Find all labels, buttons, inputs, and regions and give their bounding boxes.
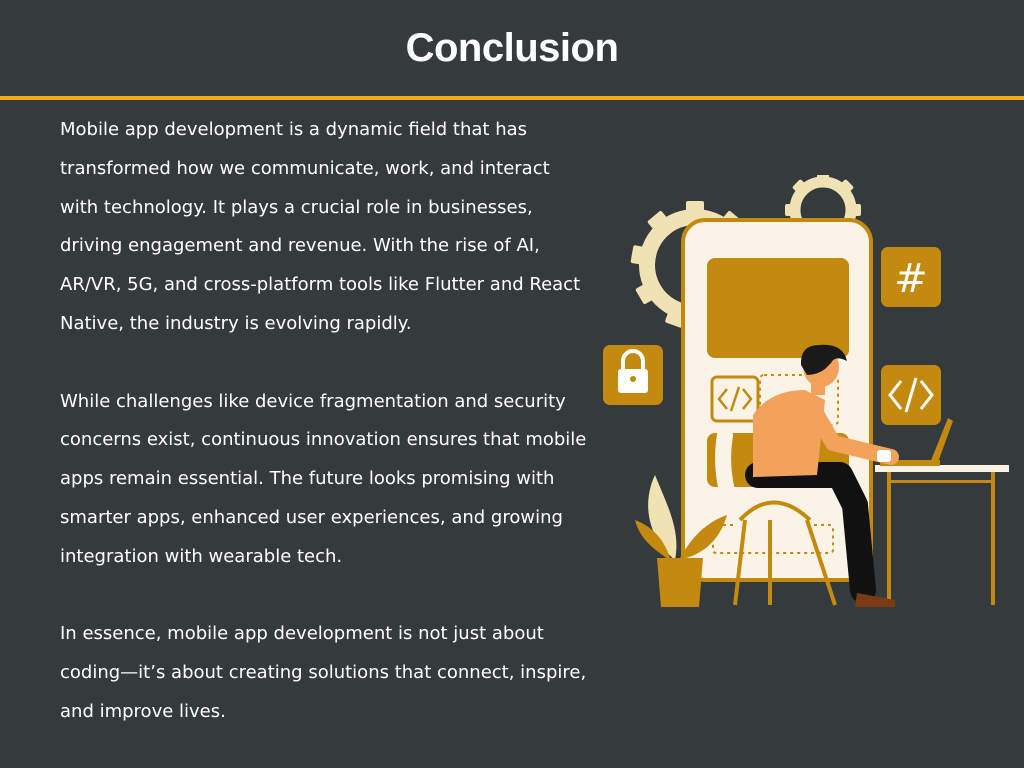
person-at-laptop <box>715 344 899 607</box>
developer-illustration: # <box>603 175 1009 607</box>
paragraph-3: In essence, mobile app development is no… <box>60 623 587 722</box>
hashtag-icon: # <box>881 247 941 307</box>
lock-icon <box>603 345 663 405</box>
title-divider <box>0 96 1024 100</box>
body-text: Mobile app development is a dynamic fiel… <box>60 111 590 732</box>
code-icon <box>881 365 941 425</box>
laptop <box>880 418 953 466</box>
paragraph-1: Mobile app development is a dynamic fiel… <box>60 119 581 334</box>
plant-icon <box>635 475 727 607</box>
svg-text:#: # <box>894 256 928 302</box>
slide-title: Conclusion <box>405 26 619 70</box>
paragraph-2: While challenges like device fragmentati… <box>60 390 587 567</box>
desk <box>875 465 1009 605</box>
code-icon <box>710 375 760 423</box>
